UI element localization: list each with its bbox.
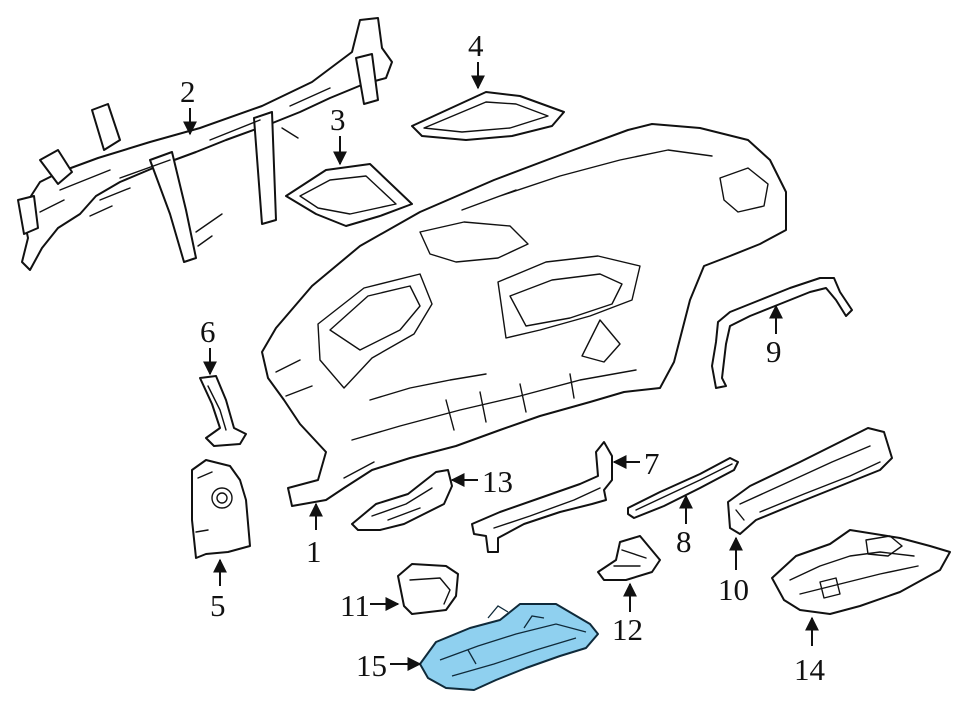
part-4-top-cover[interactable] [411, 91, 565, 141]
part-15-lower-panel-highlighted[interactable] [419, 603, 599, 691]
callout-4: 4 [468, 28, 484, 63]
part-12-cover-piece[interactable] [597, 535, 661, 581]
part-11-glove-box-part[interactable] [397, 563, 459, 615]
part-7-bracket-strip[interactable] [471, 441, 613, 553]
part-10-trim-panel[interactable] [727, 427, 893, 535]
callout-12: 12 [612, 612, 643, 647]
callout-7: 7 [644, 446, 660, 481]
callout-13: 13 [482, 464, 513, 499]
part-2-cross-car-beam[interactable] [17, 17, 393, 271]
part-9-seal-strip[interactable] [711, 277, 853, 389]
callout-14: 14 [794, 652, 826, 687]
callout-8: 8 [676, 524, 692, 559]
leader-lines [183, 62, 819, 671]
callout-3: 3 [330, 102, 346, 137]
callout-labels: 1 2 3 4 5 6 7 8 9 10 11 12 13 14 15 [180, 28, 826, 687]
callout-10: 10 [718, 572, 749, 607]
callout-6: 6 [200, 314, 216, 349]
part-6-trim-piece[interactable] [199, 375, 247, 447]
callout-5: 5 [210, 588, 226, 623]
callout-2: 2 [180, 74, 196, 109]
part-5-side-cover[interactable] [191, 459, 251, 559]
part-14-lower-panel[interactable] [771, 529, 951, 615]
part-1-instrument-panel[interactable] [261, 123, 787, 507]
callout-9: 9 [766, 334, 782, 369]
callout-1: 1 [306, 534, 322, 569]
callout-15: 15 [356, 648, 387, 683]
callout-11: 11 [340, 588, 370, 623]
part-13-bracket[interactable] [351, 469, 453, 531]
part-8-trim-strip[interactable] [627, 457, 739, 519]
part-3-panel[interactable] [285, 163, 413, 227]
